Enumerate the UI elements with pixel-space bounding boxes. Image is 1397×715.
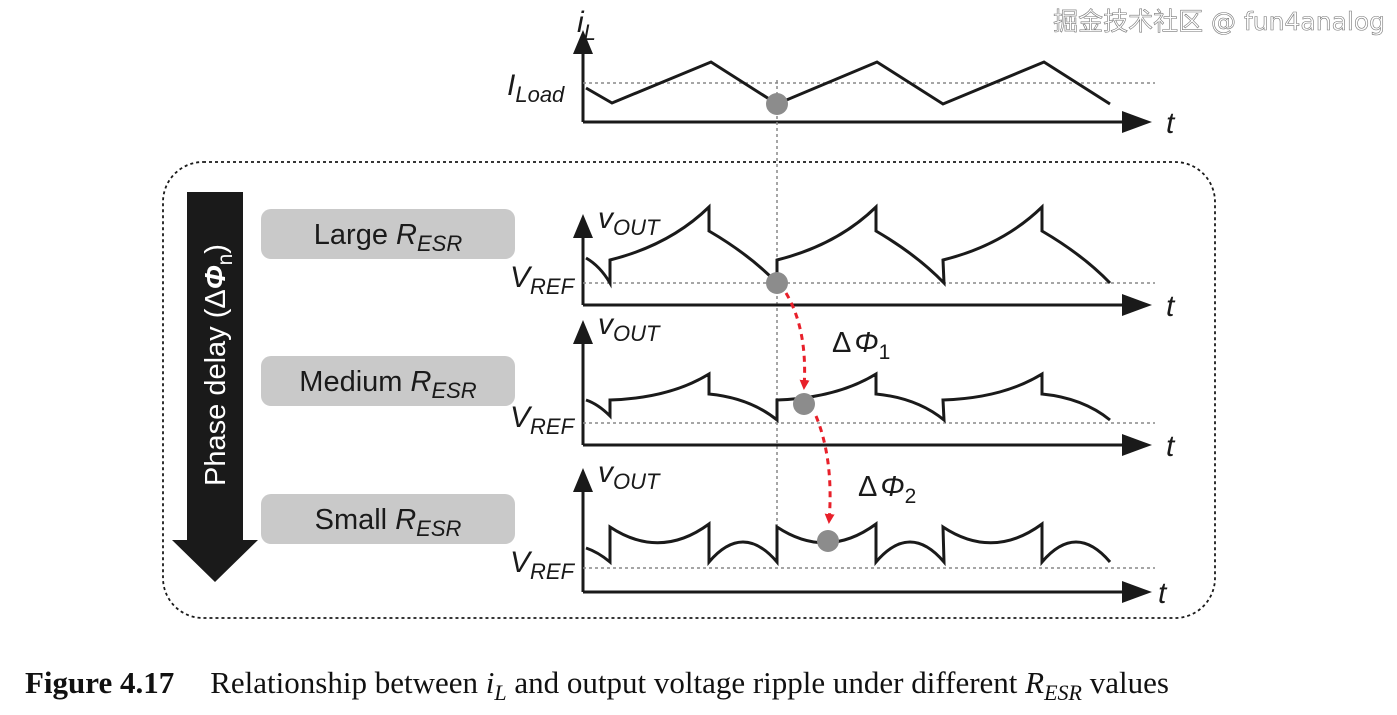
il-label: i (577, 6, 585, 39)
vout-waveform-large (585, 203, 1112, 289)
x-axis-arrow-icon (1122, 581, 1152, 603)
label-small-esr: Small RESR (261, 494, 515, 544)
label-medium-esr: Medium RESR (261, 356, 515, 406)
x-axis-arrow-icon (1122, 294, 1152, 316)
label-large-esr: Large RESR (261, 209, 515, 259)
phase-delay-arrow: Phase delay (ΔΦn) (172, 192, 258, 582)
sample-dot (817, 530, 839, 552)
vout-label: vOUT (598, 202, 661, 240)
valley-dot (766, 93, 788, 115)
y-axis-arrow-icon (573, 320, 593, 344)
x-axis-arrow-icon (1122, 434, 1152, 456)
delay-arrow-1 (784, 292, 810, 390)
watermark: 掘金技术社区 @ fun4analog (1053, 7, 1385, 36)
time-label: t (1166, 107, 1176, 140)
svg-text:ILoad: ILoad (507, 69, 565, 107)
inductor-current-plot: iL ILoad t (507, 6, 1176, 140)
sample-dot (793, 393, 815, 415)
x-axis-arrow-icon (1122, 111, 1152, 133)
svg-text:Medium RESR: Medium RESR (299, 366, 477, 403)
y-axis-arrow-icon (573, 468, 593, 492)
sample-dot (766, 272, 788, 294)
vref-label: VREF (510, 401, 576, 439)
vout-label: vOUT (598, 456, 661, 494)
svg-text:iL: iL (577, 6, 596, 45)
vref-label: VREF (510, 261, 576, 299)
delay-arrow-2 (814, 415, 835, 524)
time-label: t (1166, 290, 1176, 323)
y-axis-arrow-icon (573, 214, 593, 238)
vout-waveform-small (585, 521, 1112, 567)
esr-comparison-box (162, 161, 1216, 619)
time-label: t (1166, 430, 1176, 463)
vout-label: vOUT (598, 308, 661, 346)
time-label: t (1158, 577, 1168, 610)
vout-waveform-medium (585, 371, 1111, 424)
svg-text:Large RESR: Large RESR (314, 219, 463, 256)
iload-label: I (507, 69, 515, 102)
y-axis-arrow-icon (573, 30, 593, 54)
svg-text:Small RESR: Small RESR (315, 504, 462, 541)
inductor-current-wave (585, 60, 1111, 106)
vref-label: VREF (510, 546, 576, 584)
phase-delay-label: Phase delay (ΔΦn) (200, 244, 237, 486)
